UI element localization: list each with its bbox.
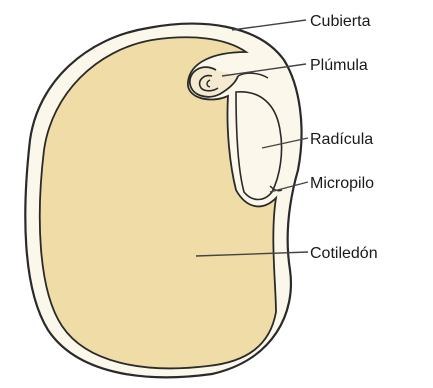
label-plumula: Plúmula: [310, 57, 368, 74]
label-radicula: Radícula: [310, 131, 373, 148]
label-cotiledon: Cotiledón: [310, 245, 378, 262]
leader-line-cubierta: [232, 20, 306, 30]
label-cubierta: Cubierta: [310, 13, 371, 30]
label-micropilo: Micropilo: [310, 175, 374, 192]
